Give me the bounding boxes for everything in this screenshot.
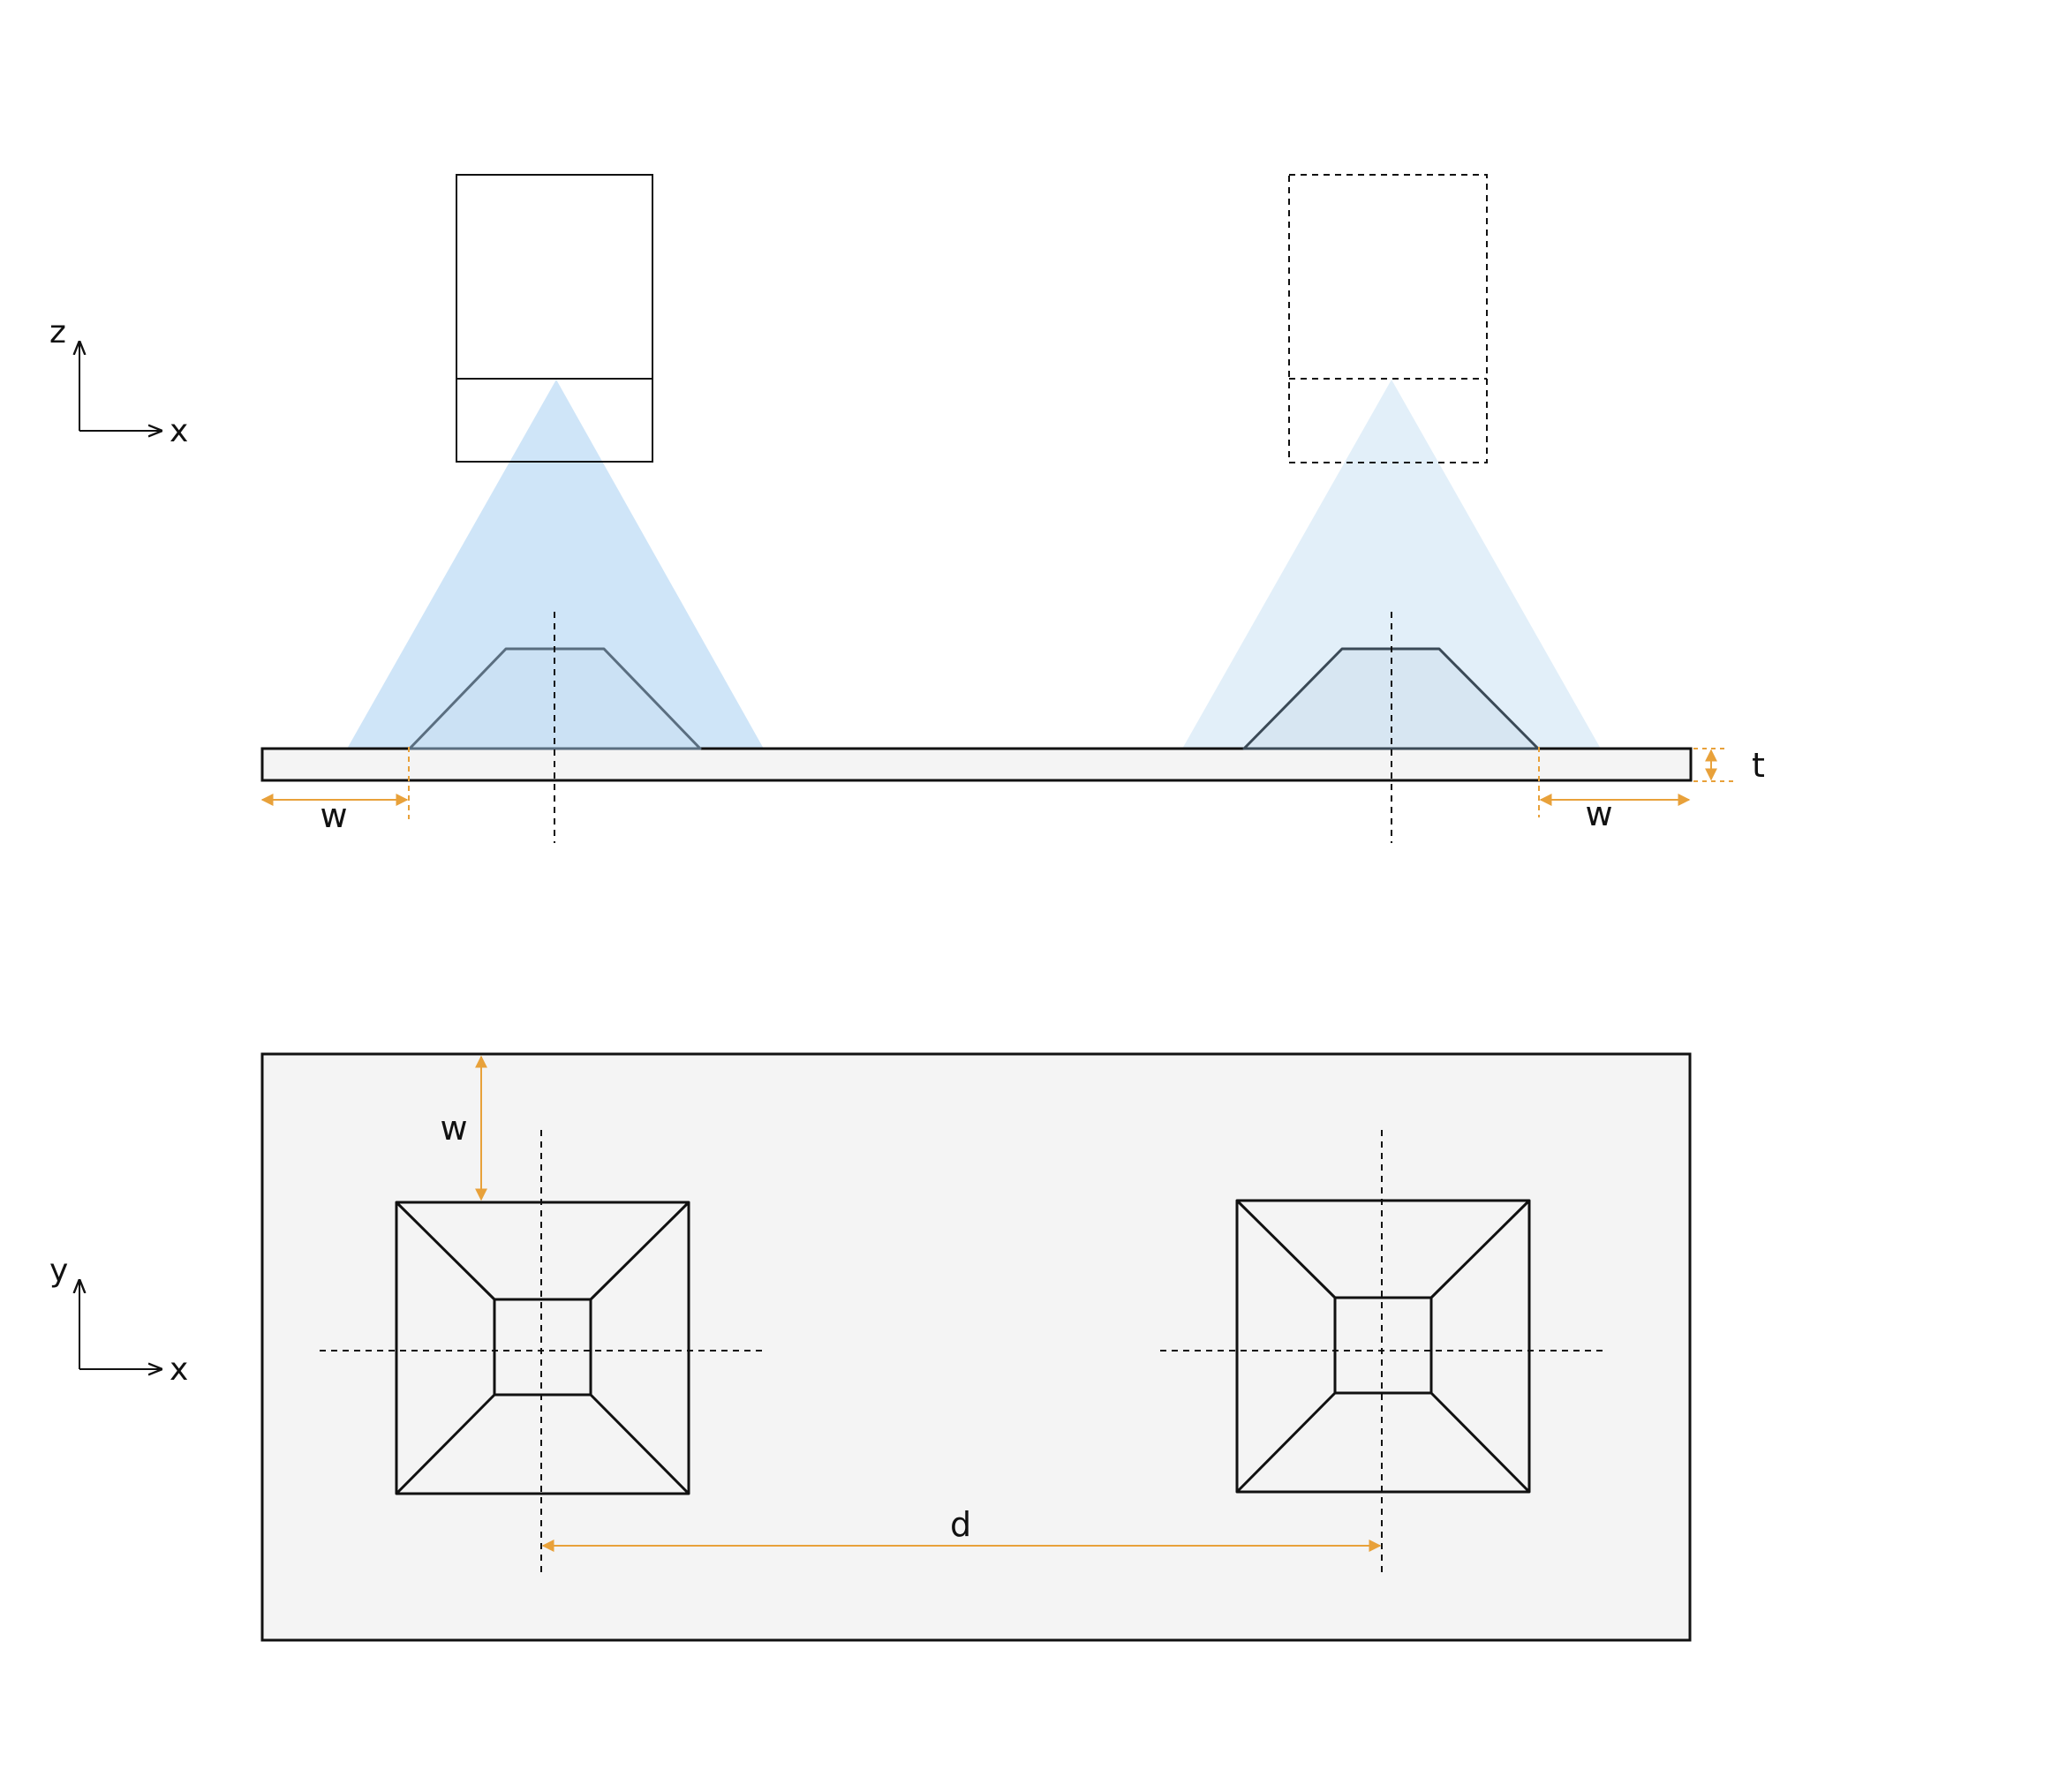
w-label-top: w (440, 1109, 467, 1148)
camera-right-dashed (1288, 174, 1488, 463)
t-label: t (1752, 746, 1765, 785)
z-axis-label: z (49, 314, 66, 350)
x-axis-label: x (170, 413, 188, 449)
frustum-left (408, 647, 702, 750)
top-axes-indicator: y x (49, 1253, 188, 1388)
y-axis-label: y (49, 1253, 68, 1289)
dimension-t: t (1693, 746, 1765, 785)
dimension-w-top: w (440, 1055, 487, 1201)
side-axes-indicator: z x (49, 314, 188, 449)
plate-top (260, 1052, 1692, 1642)
w-label-left: w (320, 796, 347, 835)
centerlines-top (320, 1130, 1605, 1576)
dimension-w-right: w (1538, 747, 1691, 833)
dimension-d: d (541, 1505, 1382, 1552)
plate-side (260, 747, 1693, 782)
d-label: d (950, 1505, 971, 1544)
camera-left (456, 174, 653, 463)
w-label-right: w (1585, 794, 1612, 833)
top-view: y x (49, 1052, 1692, 1642)
x-axis-label-top: x (170, 1352, 188, 1388)
dimension-w-left: w (260, 747, 410, 835)
light-cone-left (346, 380, 765, 750)
side-view: z x w (49, 174, 1765, 843)
light-cone-right (1181, 380, 1602, 750)
frustum-right (1242, 647, 1540, 750)
frustum-top-right (1235, 1199, 1531, 1494)
frustum-top-left (395, 1201, 690, 1495)
